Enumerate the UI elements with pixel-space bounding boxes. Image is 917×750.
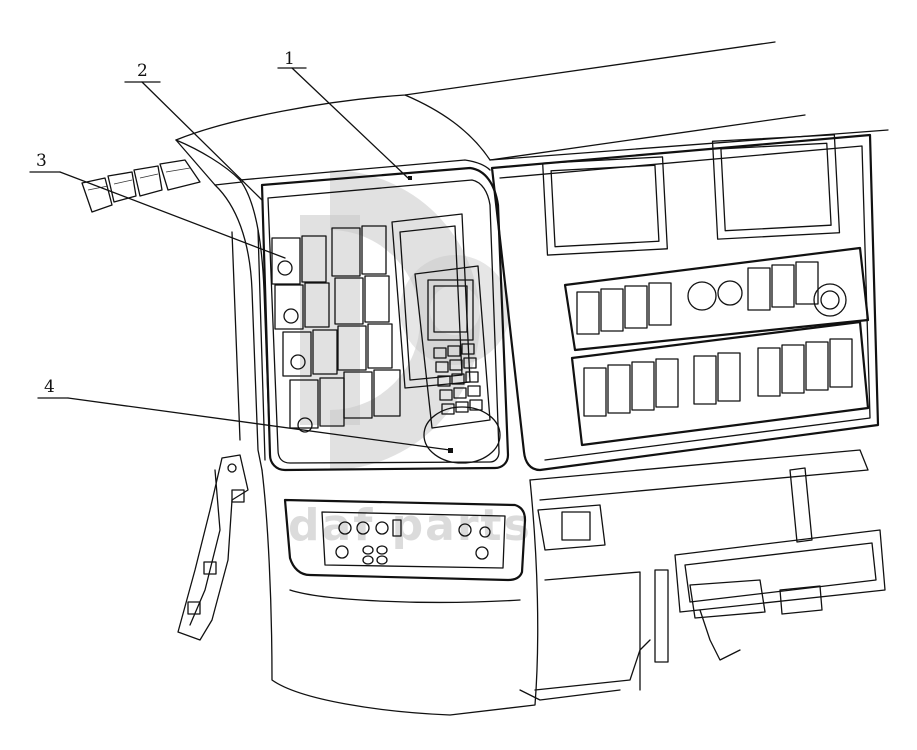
keypad-buttons xyxy=(433,343,483,415)
watermark-text: daf parts xyxy=(288,500,532,551)
lower-switch-strip xyxy=(570,320,870,447)
air-vent-assembly xyxy=(81,139,243,213)
left-mounting-bracket xyxy=(177,454,249,641)
left-side-panel xyxy=(214,179,271,471)
callout-4: 4 xyxy=(37,377,451,451)
callout-3: 3 xyxy=(29,151,286,259)
lower-centre-console xyxy=(261,469,539,716)
right-lower-frame xyxy=(519,449,886,701)
rotary-knob xyxy=(423,406,501,464)
callout-label-2: 2 xyxy=(137,61,148,81)
callout-2: 2 xyxy=(124,61,263,201)
gauge-window-right xyxy=(711,134,841,240)
main-switch-console xyxy=(260,166,510,472)
upper-switch-strip xyxy=(563,246,870,352)
callout-label-1: 1 xyxy=(284,49,295,69)
callout-1: 1 xyxy=(277,49,409,179)
right-instrument-panel xyxy=(490,133,880,472)
gauge-window-left xyxy=(542,156,668,256)
callout-label-4: 4 xyxy=(44,377,55,397)
callout-label-3: 3 xyxy=(36,151,47,171)
dashboard-top-outline xyxy=(175,41,889,181)
